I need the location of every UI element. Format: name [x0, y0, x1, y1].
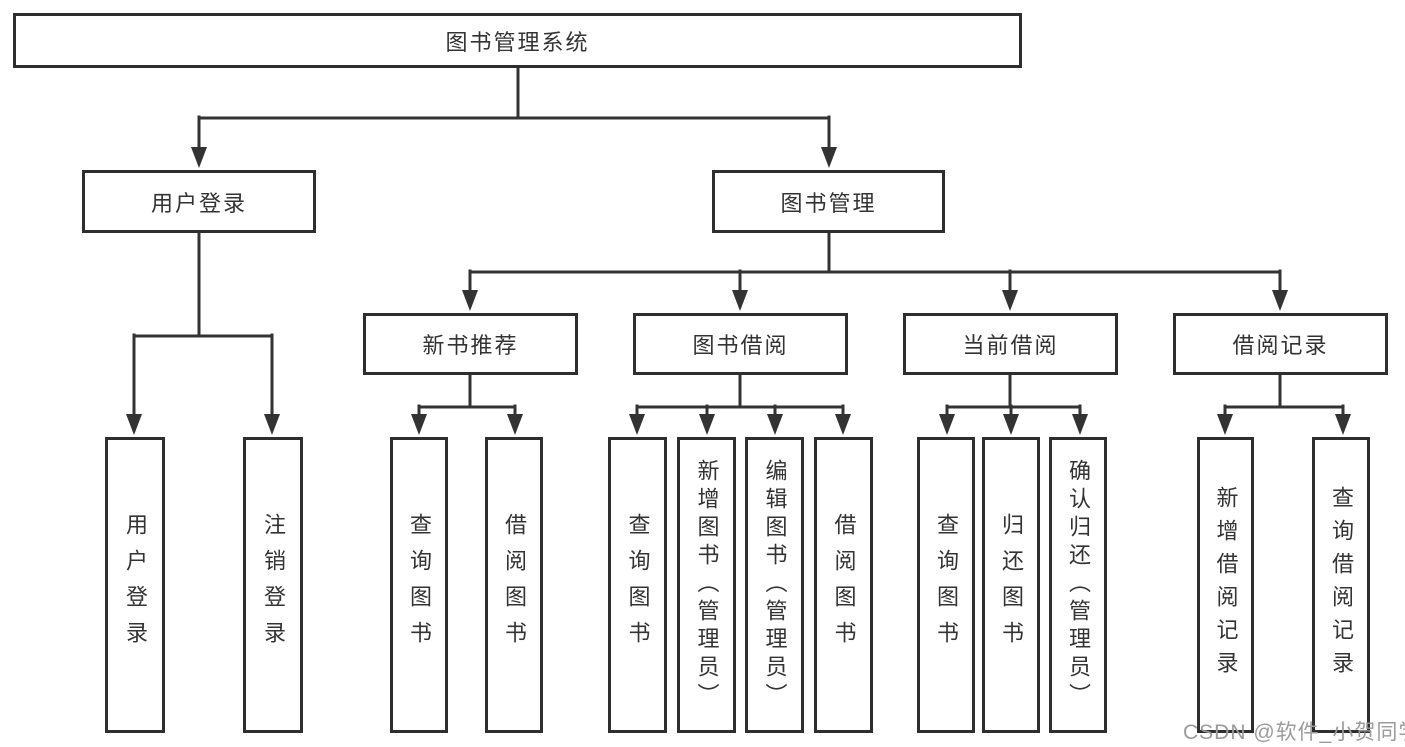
node-confirm-return-admin: 确认归还（管理员）: [1049, 437, 1107, 733]
node-label: 编辑图书（管理员）: [762, 459, 788, 711]
node-label: 确认归还（管理员）: [1066, 459, 1091, 711]
node-label: 新增图书（管理员）: [694, 459, 720, 711]
node-label: 用户登录: [150, 190, 247, 216]
node-query-books-1: 查询图书: [390, 437, 448, 733]
node-book-borrowing: 图书借阅: [633, 313, 848, 375]
node-logout-leaf: 注销登录: [243, 437, 303, 733]
node-user-login: 用户登录: [82, 170, 316, 233]
arrowheads: [126, 147, 1351, 435]
watermark: CSDN @软件_小贺同学: [1183, 721, 1405, 744]
node-label: 用户登录: [123, 513, 148, 657]
node-label: 借阅图书: [831, 513, 857, 657]
node-label: 查询图书: [934, 513, 959, 657]
node-borrow-books-1: 借阅图书: [485, 437, 543, 733]
node-book-management: 图书管理: [712, 170, 945, 233]
node-label: 图书管理: [780, 190, 877, 216]
node-query-borrow-record: 查询借阅记录: [1312, 437, 1370, 733]
node-add-books-admin: 新增图书（管理员）: [677, 437, 736, 733]
node-label: 查询图书: [407, 513, 432, 657]
node-label: 新书推荐: [422, 333, 519, 358]
node-edit-books-admin: 编辑图书（管理员）: [745, 437, 804, 733]
node-label: 当前借阅: [962, 333, 1059, 358]
node-query-books-2: 查询图书: [608, 437, 667, 733]
node-library-management-system: 图书管理系统: [13, 13, 1022, 68]
node-new-book-recommendation: 新书推荐: [363, 313, 578, 375]
node-return-books: 归还图书: [982, 437, 1040, 733]
node-label: 借阅图书: [502, 513, 527, 657]
node-label: 图书借阅: [692, 333, 789, 358]
node-user-login-leaf: 用户登录: [105, 437, 165, 733]
node-label: 归还图书: [999, 513, 1024, 657]
node-query-books-3: 查询图书: [917, 437, 975, 733]
node-current-borrowing: 当前借阅: [903, 313, 1118, 375]
node-label: 查询图书: [625, 513, 651, 657]
node-label: 查询借阅记录: [1329, 486, 1354, 684]
node-label: 注销登录: [261, 513, 286, 657]
node-borrow-books-2: 借阅图书: [814, 437, 873, 733]
node-label: 借阅记录: [1232, 333, 1329, 358]
node-borrowing-records: 借阅记录: [1173, 313, 1388, 375]
node-label: 新增借阅记录: [1213, 486, 1239, 684]
node-add-borrow-record: 新增借阅记录: [1197, 437, 1254, 733]
node-label: 图书管理系统: [445, 29, 590, 55]
